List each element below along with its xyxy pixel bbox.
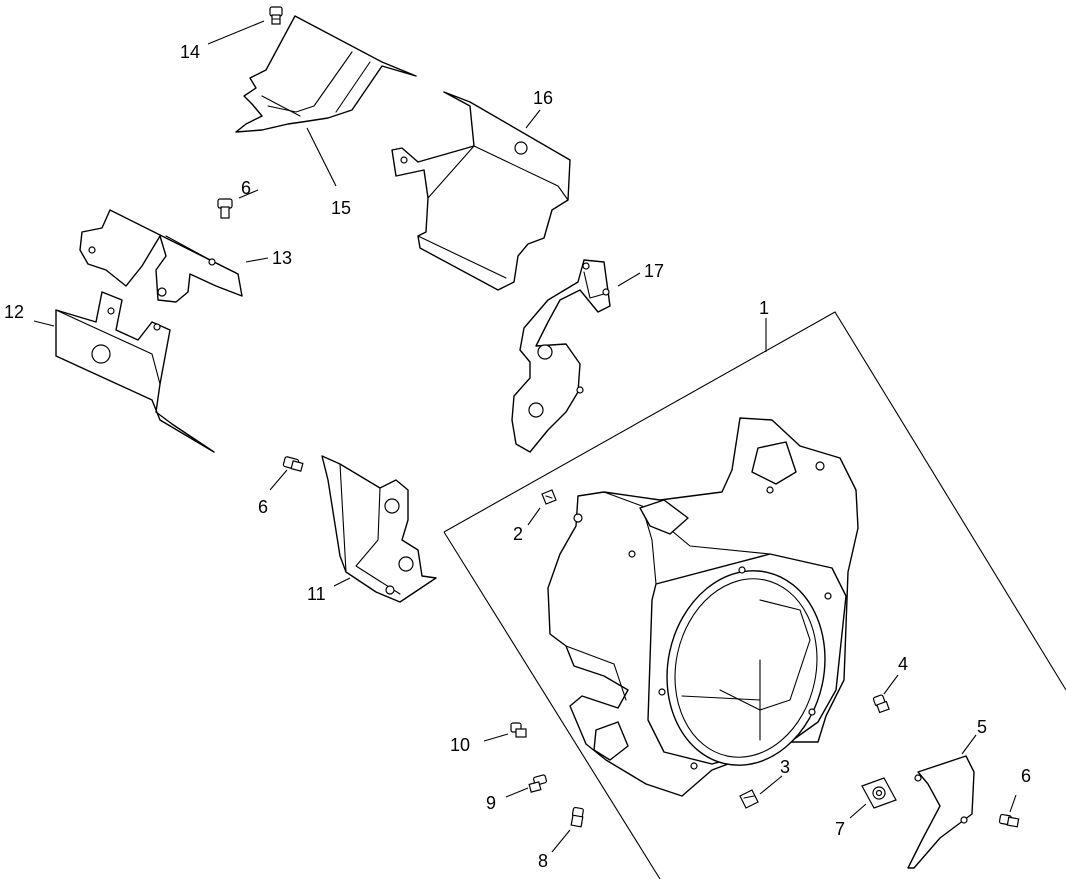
callout-11: 11 <box>307 584 326 604</box>
callout-5: 5 <box>977 717 987 737</box>
callout-8: 8 <box>538 851 548 871</box>
callout-labels: 1 2 3 4 5 6 6 6 7 8 9 10 11 12 13 14 15 … <box>4 42 1031 871</box>
part-11-lower-bracket <box>321 455 437 603</box>
part-17-side-bracket <box>511 259 611 453</box>
part-6-screw-upper <box>217 198 233 219</box>
part-8-screw <box>570 806 584 828</box>
part-3-clip <box>739 789 759 809</box>
callout-13: 13 <box>272 248 292 268</box>
callout-10: 10 <box>450 735 470 755</box>
leader-lines <box>33 20 1017 853</box>
callout-7: 7 <box>835 819 845 839</box>
callout-6-upper: 6 <box>241 178 251 198</box>
part-2-nut <box>541 489 557 505</box>
part-5-baffle <box>907 755 975 869</box>
callout-9: 9 <box>486 793 496 813</box>
callout-12: 12 <box>4 302 24 322</box>
callout-17: 17 <box>644 261 664 281</box>
callout-16: 16 <box>533 88 553 108</box>
callout-6-middle: 6 <box>258 497 268 517</box>
part-6-screw-lower <box>998 813 1020 828</box>
part-10-screw <box>510 722 527 738</box>
part-4-screw <box>872 694 890 714</box>
callout-1: 1 <box>759 298 769 318</box>
part-1-blower-housing <box>547 417 859 797</box>
part-7-square-nut <box>861 777 897 809</box>
assembly-frame <box>443 311 1066 879</box>
callout-15: 15 <box>331 198 351 218</box>
part-6-screw-middle <box>282 456 304 472</box>
part-12-left-shroud <box>55 291 215 453</box>
part-14-screw <box>269 6 283 25</box>
callout-14: 14 <box>180 42 200 62</box>
part-15-upper-shield <box>235 15 417 133</box>
part-16-top-shroud <box>391 91 571 291</box>
callout-6-lower: 6 <box>1021 766 1031 786</box>
callout-4: 4 <box>898 654 908 674</box>
part-9-screw <box>528 774 547 793</box>
part-13-bracket <box>79 209 243 303</box>
callout-3: 3 <box>780 757 790 777</box>
callout-2: 2 <box>513 524 523 544</box>
